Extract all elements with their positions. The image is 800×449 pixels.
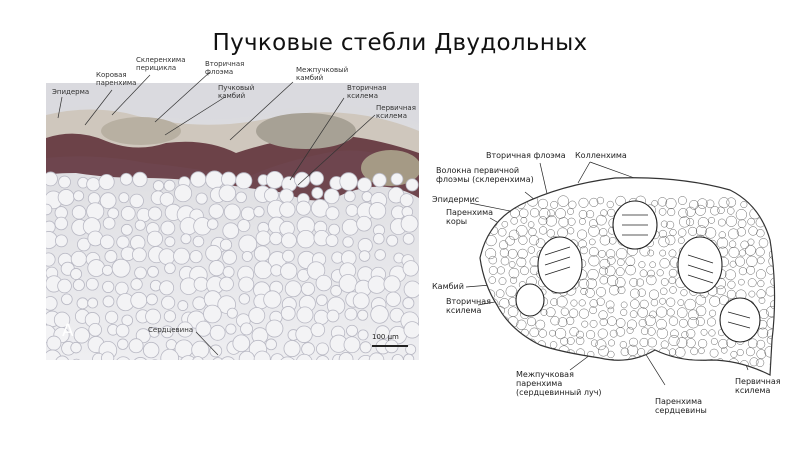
label-cortex-parenchyma: Коровая паренхима [96,71,137,87]
label-drawing-secondary-xylem: Вторичная ксилема [446,297,491,315]
label-drawing-pith-parenchyma: Паренхима сердцевины [655,397,707,415]
label-drawing-primary-xylem: Первичная ксилема [735,377,781,395]
label-drawing-cortex-parenchyma: Паренхима коры [446,208,494,226]
label-epidermis: Эпидерма [52,88,90,96]
label-interfascicular-cambium: Межпучковый камбий [296,66,349,82]
label-secondary-xylem: Вторичная ксилема [347,84,387,100]
scale-bar-label: 100 µm [372,333,399,341]
drawing-cell-pattern [485,195,775,370]
label-fascicular-cambium: Пучковый камбий [218,84,255,100]
label-primary-xylem: Первичная ксилема [376,104,416,120]
label-drawing-interfascicular-parenchyma: Межпучковая паренхима (сердцевинный луч) [516,370,602,397]
label-pericycle-sclerenchyma: Склеренхима перицикла [136,56,186,72]
slide-title: Пучковые стебли Двудольных [212,30,588,56]
label-drawing-collenchyma: Колленхима [575,151,627,160]
label-drawing-epidermis: Эпидермис [432,195,480,204]
panel-letter: A [62,321,74,341]
micrograph-panel: A 100 µm [46,83,419,360]
label-drawing-primary-phloem-fibers: Волокна первичной флоэмы (склеренхима) [436,166,534,184]
label-drawing-cambium: Камбий [432,282,464,291]
label-pith: Сердцевина [148,326,194,334]
pith-cell-pattern [46,170,419,360]
label-drawing-secondary-phloem: Вторичная флоэма [486,151,566,160]
label-secondary-phloem: Вторичная флоэма [205,60,245,76]
micrograph-image [46,83,419,360]
